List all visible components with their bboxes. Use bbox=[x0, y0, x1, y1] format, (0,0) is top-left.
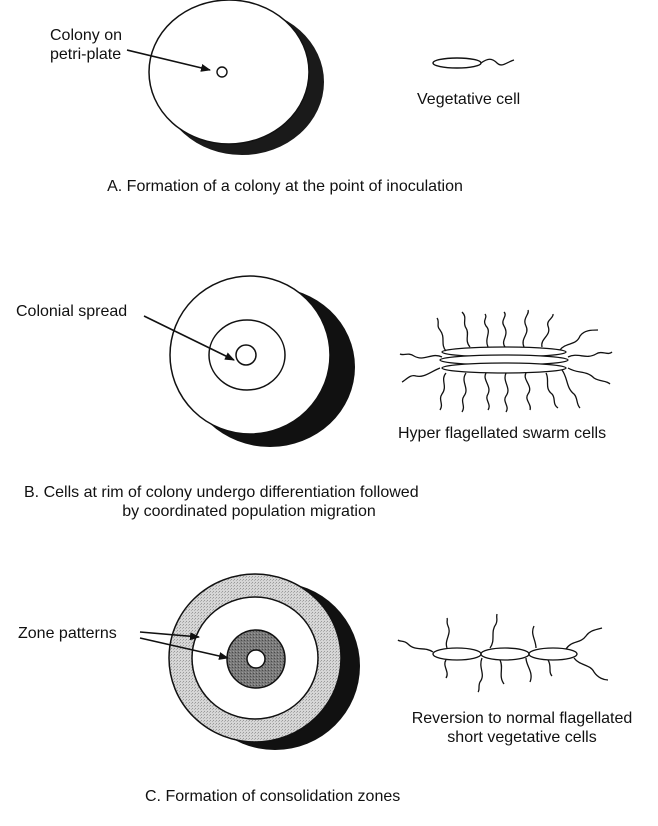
colonial-spread-label: Colonial spread bbox=[16, 302, 127, 321]
caption-a: A. Formation of a colony at the point of… bbox=[0, 177, 570, 196]
reversion-label-line2: short vegetative cells bbox=[392, 728, 652, 747]
vegetative-cell-label: Vegetative cell bbox=[417, 90, 520, 109]
reversion-label-line1: Reversion to normal flagellated bbox=[392, 709, 652, 728]
colony-label-line1: Colony on bbox=[50, 26, 122, 45]
short-vegetative-cells bbox=[398, 614, 608, 692]
colony-center-c bbox=[247, 650, 265, 668]
swarm-cells-label: Hyper flagellated swarm cells bbox=[398, 424, 606, 443]
colony-dot-a bbox=[217, 67, 227, 77]
zone-patterns-label: Zone patterns bbox=[18, 624, 117, 643]
colony-label-line2: petri-plate bbox=[50, 45, 122, 64]
caption-b: B. Cells at rim of colony undergo differ… bbox=[24, 483, 474, 521]
plate-a bbox=[149, 0, 309, 144]
colony-center-b bbox=[236, 345, 256, 365]
petri-plate-a bbox=[149, 0, 324, 155]
vegetative-cell bbox=[433, 58, 514, 68]
caption-c: C. Formation of consolidation zones bbox=[145, 787, 400, 806]
petri-plate-c bbox=[169, 574, 360, 750]
petri-plate-b bbox=[170, 276, 355, 447]
caption-b-line2: by coordinated population migration bbox=[24, 502, 474, 521]
reversion-label: Reversion to normal flagellated short ve… bbox=[392, 709, 652, 747]
caption-b-line1: B. Cells at rim of colony undergo differ… bbox=[24, 483, 474, 502]
colony-label: Colony on petri-plate bbox=[50, 26, 122, 64]
swarm-cells bbox=[400, 310, 612, 412]
